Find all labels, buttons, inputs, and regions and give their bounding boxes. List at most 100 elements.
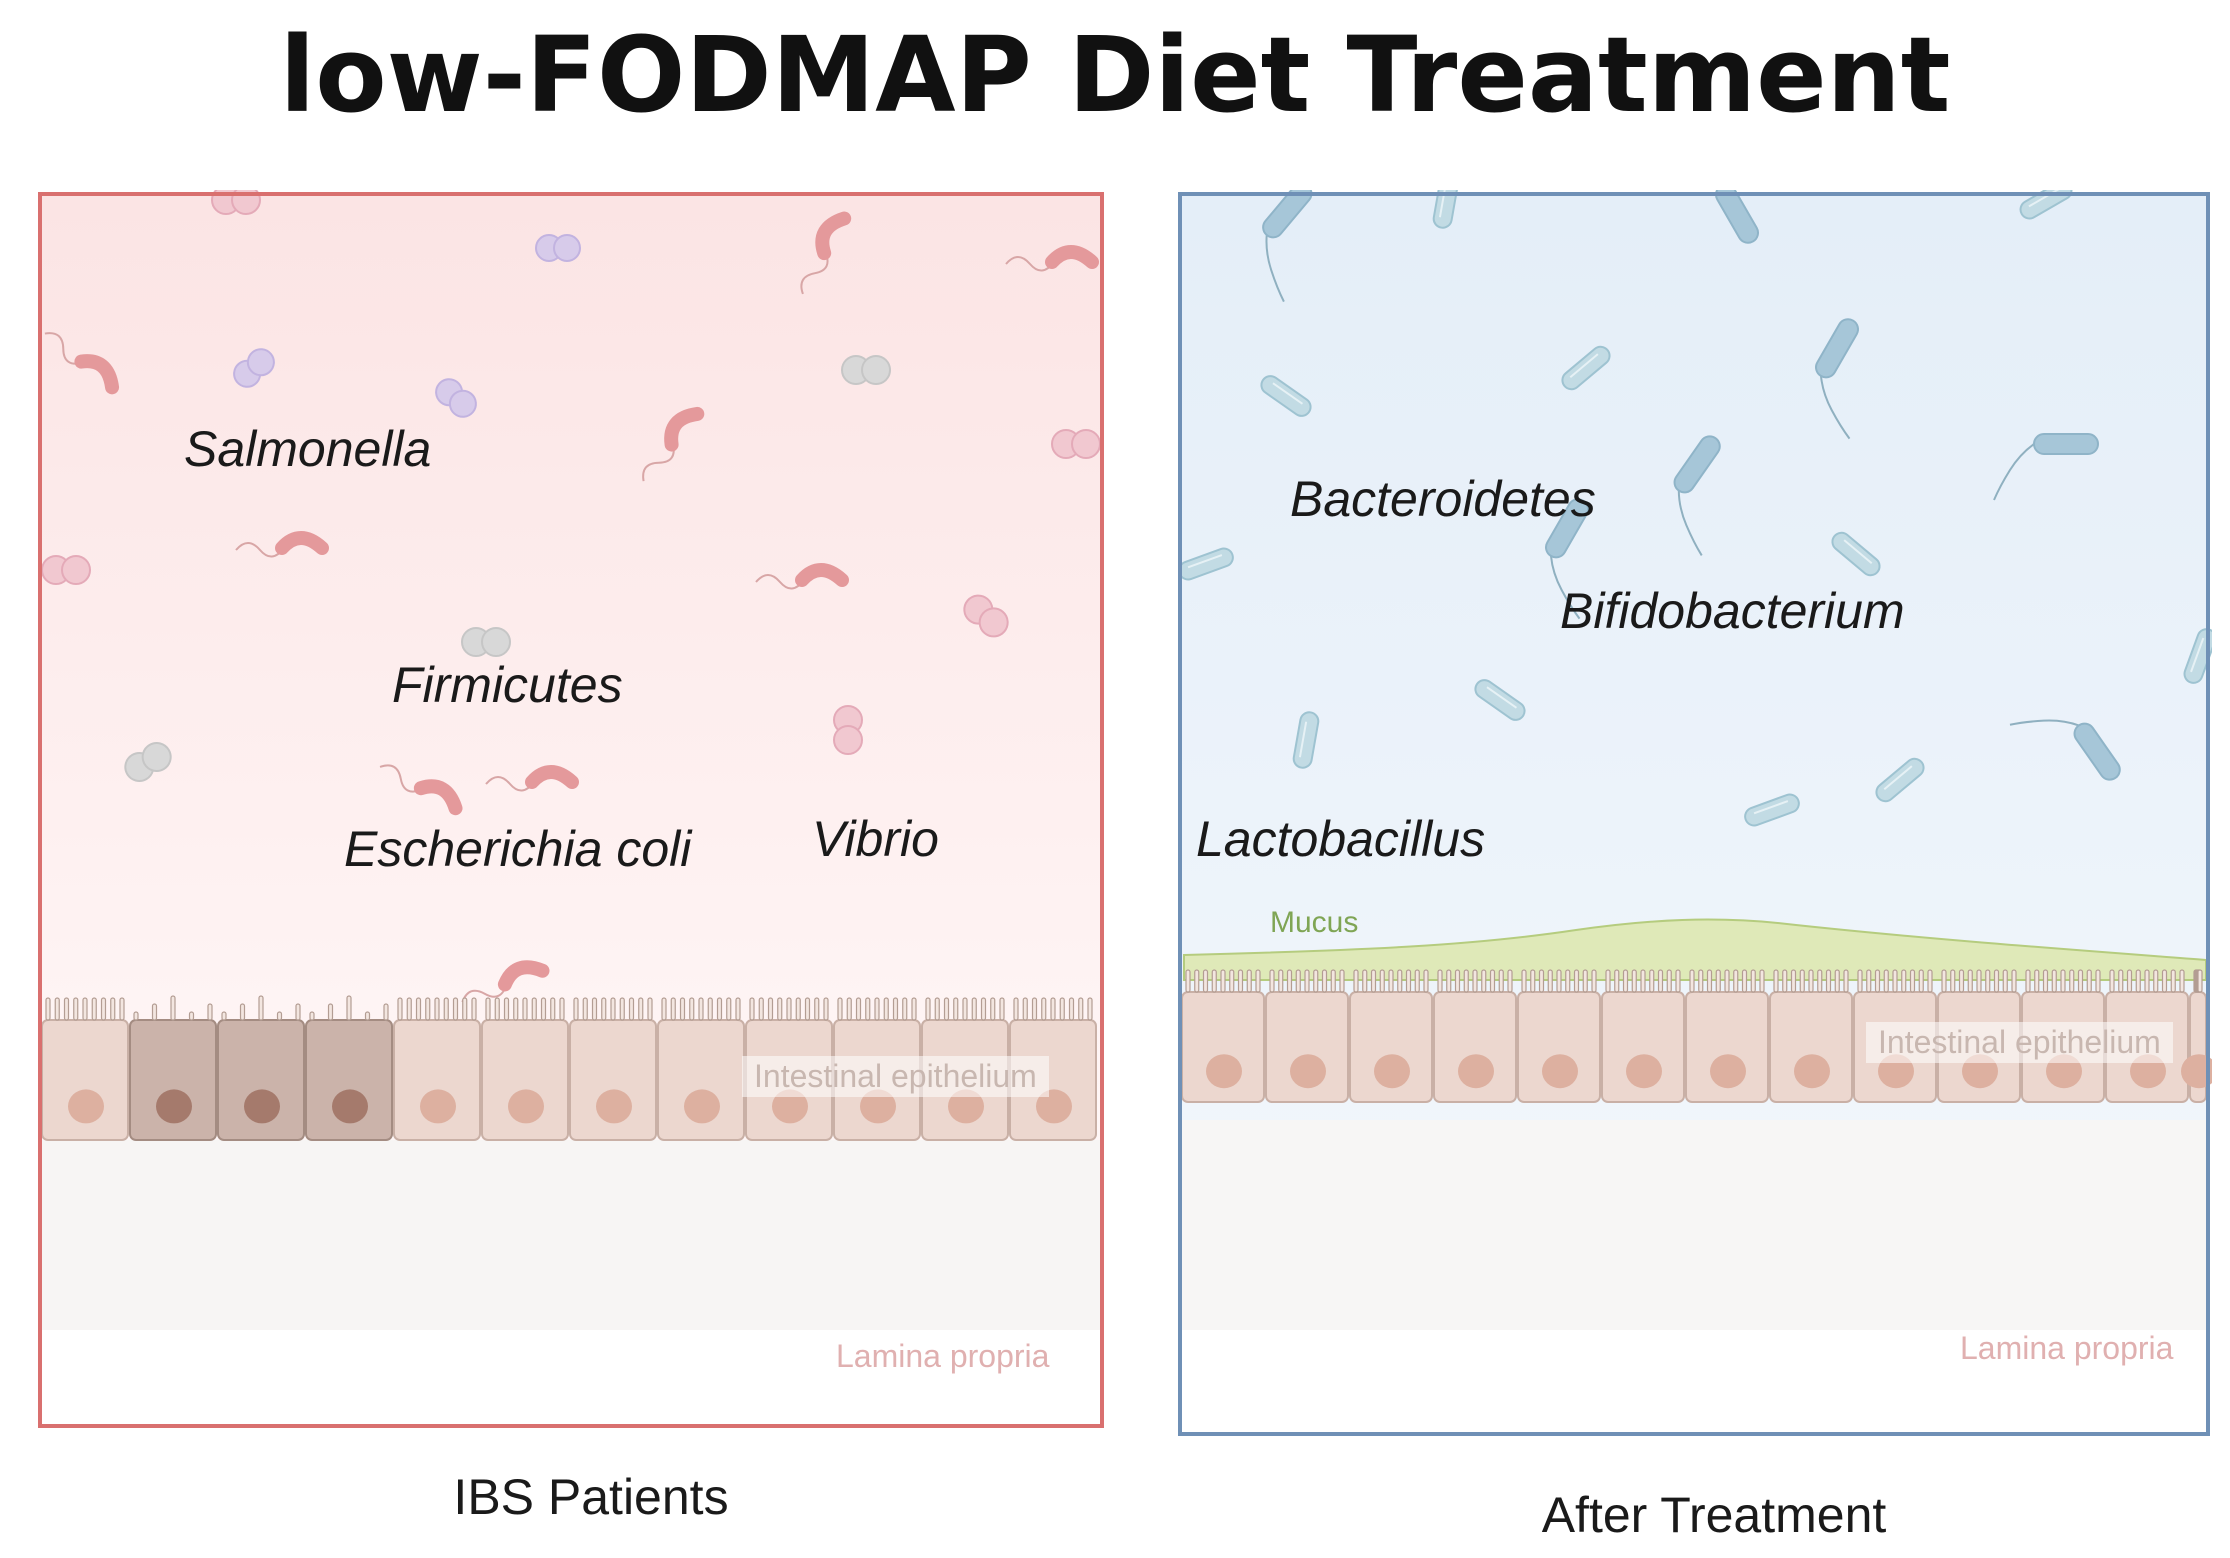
lamina-propria-label: Lamina propria — [836, 1338, 1050, 1374]
microvillus — [1255, 969, 1261, 993]
microvillus — [804, 997, 811, 1021]
microvillus — [170, 995, 176, 1021]
after-treatment-caption: After Treatment — [1541, 1487, 1887, 1543]
microvillus — [452, 997, 459, 1021]
microvillus — [2118, 969, 2124, 993]
microvillus — [2025, 969, 2031, 993]
microvillus — [188, 1011, 195, 1021]
microvillus — [1808, 969, 1814, 993]
lactobacillus-label: Lactobacillus — [1196, 811, 1486, 867]
microvillus — [1556, 969, 1562, 993]
microvillus — [1489, 969, 1496, 993]
microvillus — [1565, 969, 1571, 993]
microvillus — [1087, 997, 1093, 1021]
cell-nucleus — [1626, 1054, 1662, 1089]
microvillus — [1706, 969, 1713, 993]
cell-nucleus — [1206, 1054, 1242, 1089]
microvillus — [1985, 969, 1991, 993]
microvillus — [670, 997, 676, 1021]
microvillus — [1950, 969, 1956, 993]
microvillus — [550, 997, 556, 1021]
coccus-bacterium — [41, 555, 91, 585]
microvillus — [892, 997, 899, 1021]
microvillus — [1286, 969, 1293, 993]
microvillus — [1591, 969, 1597, 993]
microvillus — [1799, 969, 1805, 993]
microvillus — [1941, 969, 1947, 993]
microvillus — [874, 997, 880, 1021]
microvillus — [628, 997, 635, 1021]
microvillus — [767, 997, 774, 1021]
panel-border — [38, 192, 1104, 1428]
microvillus — [962, 997, 968, 1021]
microvillus — [397, 997, 403, 1021]
microvillus — [582, 997, 588, 1021]
microvillus — [1304, 969, 1310, 993]
microvillus — [1370, 969, 1377, 993]
microvillus — [559, 997, 565, 1021]
microvillus — [513, 997, 519, 1021]
microvillus — [540, 997, 547, 1021]
microvillus — [295, 1003, 301, 1021]
microvillus — [415, 997, 422, 1021]
microvillus — [647, 997, 653, 1021]
microvillus — [2077, 969, 2084, 993]
microvillus — [119, 997, 125, 1021]
microvillus — [1194, 969, 1200, 993]
microvillus — [1481, 969, 1487, 993]
intestinal-epithelium — [41, 995, 1097, 1141]
microvillus — [1909, 969, 1916, 993]
microvillus — [110, 997, 116, 1021]
treated-gut-illustration — [1176, 190, 2212, 1436]
microvillus — [1750, 969, 1756, 993]
cell-nucleus — [1458, 1054, 1494, 1089]
figure-title: low-FODMAP Diet Treatment — [279, 14, 1951, 136]
microvillus — [1414, 969, 1420, 993]
microvillus — [1031, 997, 1038, 1021]
microvillus — [258, 995, 264, 1021]
microvillus — [1269, 969, 1275, 993]
microvillus — [883, 997, 889, 1021]
microvillus — [1883, 969, 1889, 993]
cell-nucleus — [948, 1089, 984, 1124]
microvillus — [902, 997, 908, 1021]
salmonella-label: Salmonella — [184, 421, 432, 477]
microvillus — [485, 997, 491, 1021]
microvillus — [221, 1011, 227, 1021]
microvillus — [749, 997, 755, 1021]
microvillus — [1622, 969, 1629, 993]
microvillus — [1454, 969, 1461, 993]
microvillus — [73, 997, 79, 1021]
ibs-gut-illustration — [36, 190, 1104, 1428]
microvillus — [1330, 969, 1336, 993]
after-treatment-panel: Bacteroidetes Bifidobacterium Lactobacil… — [1176, 190, 2212, 1438]
microvillus — [1362, 969, 1368, 993]
microvillus — [383, 1003, 389, 1021]
bacteroidetes-label: Bacteroidetes — [1290, 471, 1596, 527]
microvillus — [1666, 969, 1672, 993]
microvillus — [2034, 969, 2040, 993]
microvillus — [1649, 969, 1655, 993]
microvillus — [990, 997, 996, 1021]
microvillus — [1229, 969, 1235, 993]
microvillus — [1689, 969, 1695, 993]
microvillus — [943, 997, 950, 1021]
microvillus — [1724, 969, 1730, 993]
microvillus — [698, 997, 704, 1021]
microvillus — [1237, 969, 1244, 993]
microvillus — [777, 997, 783, 1021]
microvillus — [1547, 969, 1553, 993]
microvillus — [2161, 969, 2168, 993]
cell-nucleus — [596, 1089, 632, 1124]
microvillus — [610, 997, 616, 1021]
microvillus — [1339, 969, 1345, 993]
microvillus — [1631, 969, 1637, 993]
microvillus — [1050, 997, 1056, 1021]
microvillus — [953, 997, 959, 1021]
microvillus — [758, 997, 764, 1021]
microvillus — [1782, 969, 1788, 993]
microvillus — [1759, 969, 1765, 993]
microvillus — [1817, 969, 1823, 993]
cell-nucleus — [1542, 1054, 1578, 1089]
firmicutes-label: Firmicutes — [392, 657, 623, 713]
